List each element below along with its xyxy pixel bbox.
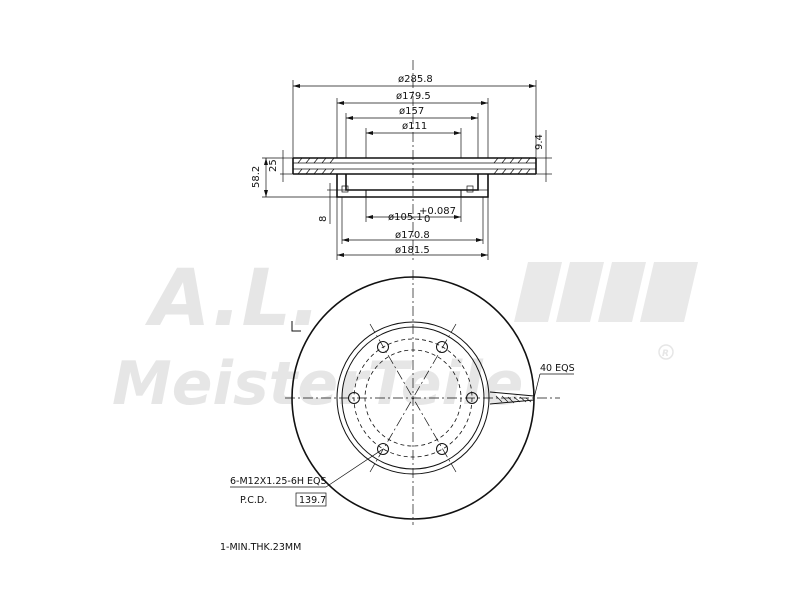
dimension-center-bore: ø105.1 +0.087 0 <box>365 197 462 225</box>
bolt-hole <box>348 392 360 404</box>
dim-rim-offset-label: 9.4 <box>534 134 545 150</box>
dim-outer-label: ø285.8 <box>398 74 433 85</box>
section-marker-icon <box>291 321 301 332</box>
dim-hat-flange-label: 8 <box>318 216 329 222</box>
dimension-thickness: 25 <box>268 150 293 182</box>
dim-181-label: ø181.5 <box>395 245 430 256</box>
bolt-holes <box>348 341 478 455</box>
dimension-181-5: ø181.5 <box>336 197 489 260</box>
dimension-157: ø157 <box>345 106 479 158</box>
min-thickness-note: 1-MIN.THK.23MM <box>220 542 301 553</box>
leader-vent: 40 EQS <box>533 363 575 399</box>
diagonal-centerline-b <box>369 323 457 473</box>
pcd-box <box>295 492 327 507</box>
dim-179-label: ø179.5 <box>396 91 431 102</box>
leader-thread: 6-M12X1.25-6H EQS P.C.D. 139.7 <box>230 448 384 507</box>
vent-detail <box>489 391 535 405</box>
dimension-179-5: ø179.5 <box>336 91 489 158</box>
watermark-brand: MeisterTeile <box>112 349 523 419</box>
bolt-hole <box>436 443 448 455</box>
dim-111-label: ø111 <box>402 121 427 132</box>
pcd-label: P.C.D. <box>240 495 267 506</box>
dim-bore-tol-lower: 0 <box>424 214 430 225</box>
thread-spec: 6-M12X1.25-6H EQS <box>230 476 327 487</box>
bolt-hole <box>377 341 389 353</box>
dimension-hat-flange: 8 <box>318 183 337 224</box>
dim-height-label: 58.2 <box>251 166 262 188</box>
dim-bore-tol-upper: +0.087 <box>419 206 456 217</box>
pcd-value: 139.7 <box>299 495 326 506</box>
bolt-hole <box>466 392 478 404</box>
dimension-overall-height: 58.2 <box>251 157 337 198</box>
section-view: ø285.8 ø179.5 ø157 ø111 <box>251 60 552 260</box>
vent-label: 40 EQS <box>540 363 575 374</box>
dim-170-label: ø170.8 <box>395 230 430 241</box>
dim-thickness-label: 25 <box>268 159 279 172</box>
bolt-hole <box>436 341 448 353</box>
registered-mark-icon <box>658 344 674 360</box>
dimension-111: ø111 <box>365 121 462 158</box>
dimension-170-8: ø170.8 <box>341 197 484 244</box>
watermark-script: A.L. <box>144 254 321 344</box>
rotor-section <box>292 60 537 260</box>
dimension-rim-offset: 9.4 <box>534 130 552 182</box>
bolt-hole <box>377 443 389 455</box>
watermark: A.L. MeisterTeile R <box>112 254 698 419</box>
dimension-outer: ø285.8 <box>292 74 537 158</box>
watermark-stripes <box>514 262 698 322</box>
watermark-registered: R <box>662 349 669 359</box>
dim-157-label: ø157 <box>399 106 424 117</box>
dim-bore-label: ø105.1 <box>388 212 423 223</box>
